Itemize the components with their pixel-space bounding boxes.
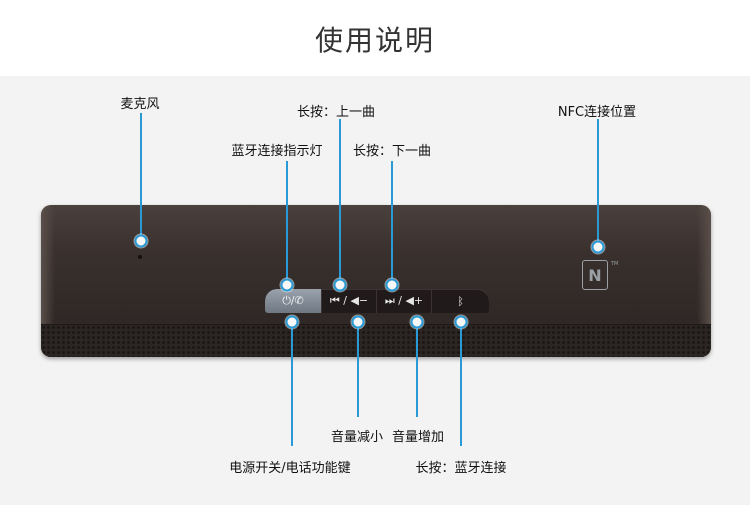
- callout-line-vol-up: [416, 322, 418, 417]
- speaker-edge-left: [41, 205, 55, 357]
- bluetooth-button[interactable]: ᛒ: [457, 294, 464, 308]
- marker-prev: [333, 278, 347, 292]
- control-bar: ⏻/✆ ⏮ / ◀− ⏭ / ◀+ ᛒ: [265, 289, 489, 313]
- label-mic: 麦克风: [120, 97, 160, 112]
- label-vol-up: 音量增加: [391, 430, 445, 445]
- label-bt-connect: 长按：蓝牙连接: [415, 461, 507, 476]
- marker-vol-down: [351, 315, 365, 329]
- marker-bt-indicator: [280, 278, 294, 292]
- speaker-edge-right: [697, 205, 711, 357]
- label-nfc: NFC连接位置: [557, 105, 637, 120]
- callout-line-bt-connect: [460, 322, 462, 446]
- next-volume-up-button[interactable]: ⏭ / ◀+: [377, 289, 432, 313]
- speaker-grille: [41, 324, 711, 357]
- label-vol-down: 音量减小: [330, 430, 384, 445]
- callout-line-vol-down: [357, 322, 359, 417]
- callout-line-mic: [140, 113, 142, 241]
- label-next-track: 长按：下一曲: [352, 144, 432, 159]
- callout-line-prev: [339, 119, 341, 284]
- speaker-body: ⏻/✆ ⏮ / ◀− ⏭ / ◀+ ᛒ N TM: [41, 205, 711, 357]
- marker-power: [285, 315, 299, 329]
- marker-mic: [134, 234, 148, 248]
- marker-next: [385, 278, 399, 292]
- callout-line-bt-indicator: [286, 161, 288, 284]
- label-bt-indicator: 蓝牙连接指示灯: [231, 144, 323, 159]
- callout-line-nfc: [597, 119, 599, 247]
- callout-line-power: [291, 322, 293, 446]
- marker-nfc: [591, 240, 605, 254]
- prev-volume-down-button[interactable]: ⏮ / ◀−: [322, 289, 377, 313]
- microphone-hole: [138, 255, 142, 259]
- label-power-call: 电源开关/电话功能键: [229, 461, 351, 476]
- nfc-trademark: TM: [611, 261, 619, 267]
- marker-bt-connect: [454, 315, 468, 329]
- page-title: 使用说明: [0, 0, 750, 76]
- nfc-icon: N: [582, 260, 608, 290]
- callout-line-next: [391, 161, 393, 284]
- marker-vol-up: [410, 315, 424, 329]
- label-prev-track: 长按：上一曲: [296, 105, 376, 120]
- power-call-button[interactable]: ⏻/✆: [265, 289, 322, 313]
